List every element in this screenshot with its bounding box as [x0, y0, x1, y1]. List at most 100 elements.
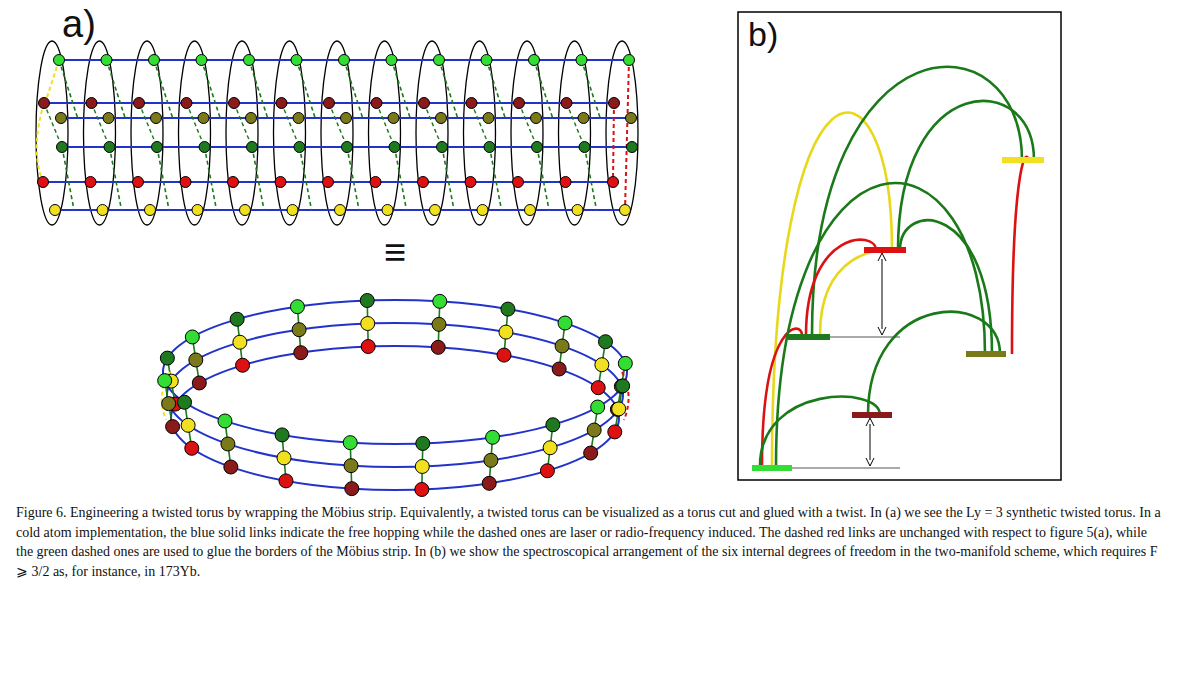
- energy-level: [1002, 157, 1044, 163]
- equivalence-sign: ≡: [384, 232, 406, 274]
- panel-label: b): [748, 16, 778, 53]
- lattice-site: [546, 418, 560, 432]
- lattice-site: [477, 205, 488, 216]
- lattice-site: [335, 205, 346, 216]
- lattice-site: [389, 142, 400, 153]
- lattice-site: [532, 142, 543, 153]
- lattice-site: [529, 55, 540, 66]
- lattice-site: [584, 446, 598, 460]
- lattice-site: [343, 436, 357, 450]
- lattice-site: [481, 55, 492, 66]
- lattice-site: [595, 358, 609, 372]
- hopping-links: [37, 60, 632, 210]
- coupling-arc: [868, 312, 1000, 415]
- lattice-site: [483, 113, 494, 124]
- laser-link-dashed: [62, 147, 74, 210]
- lattice-site: [134, 98, 145, 109]
- energy-level: [966, 351, 1006, 357]
- lattice-site: [591, 400, 605, 414]
- ring-strand: [163, 300, 627, 444]
- lattice-site: [181, 418, 195, 432]
- lattice-site: [525, 205, 536, 216]
- lattice-site: [218, 414, 232, 428]
- panel-frame: [738, 12, 1061, 480]
- lattice-site: [432, 317, 446, 331]
- laser-link-dashed: [585, 147, 597, 210]
- coupling-arc: [762, 329, 802, 466]
- lattice-site: [185, 441, 199, 455]
- lattice-site: [199, 142, 210, 153]
- coupling-arc: [900, 220, 992, 354]
- laser-link-dashed: [519, 103, 537, 147]
- lattice-site: [39, 98, 50, 109]
- lattice-site: [482, 476, 496, 490]
- lattice-site: [178, 395, 192, 409]
- lattice-site: [419, 98, 430, 109]
- lattice-site: [497, 348, 511, 362]
- lattice-site: [236, 358, 250, 372]
- ring-ellipse: [511, 41, 543, 225]
- lattice-site: [342, 142, 353, 153]
- arrow-head: [866, 458, 874, 466]
- lattice-site: [181, 98, 192, 109]
- lattice-site: [192, 205, 203, 216]
- ring-ellipse: [321, 41, 353, 225]
- laser-link-dashed: [92, 103, 110, 147]
- laser-link-dashed: [154, 60, 173, 118]
- lattice-site: [616, 379, 630, 393]
- lattice-site: [224, 460, 238, 474]
- lattice-site: [339, 55, 350, 66]
- laser-link-dashed: [187, 103, 205, 147]
- lattice-site: [85, 177, 96, 188]
- lattice-site: [198, 113, 209, 124]
- laser-link-dashed: [424, 103, 442, 147]
- lattice-site: [275, 428, 289, 442]
- coupling-arc: [772, 112, 892, 466]
- lattice-site: [437, 142, 448, 153]
- lattice-site: [484, 142, 495, 153]
- lattice-site: [608, 425, 622, 439]
- energy-arrow: [882, 259, 883, 329]
- lattice-site: [576, 55, 587, 66]
- laser-link-dashed: [439, 60, 458, 118]
- ring-ellipse: [274, 41, 306, 225]
- laser-link-dashed: [234, 103, 252, 147]
- lattice-site: [499, 325, 513, 339]
- ring-ellipse: [131, 41, 163, 225]
- lattice-site: [196, 55, 207, 66]
- lattice-site: [543, 441, 557, 455]
- lattice-site: [240, 205, 251, 216]
- lattice-site: [324, 98, 335, 109]
- lattice-site: [415, 459, 429, 473]
- lattice-site: [371, 98, 382, 109]
- ring-ellipse: [36, 41, 68, 225]
- laser-link-dashed: [59, 60, 78, 118]
- laser-link-dashed: [537, 147, 549, 210]
- lattice-site: [166, 420, 180, 434]
- lattice-site: [416, 436, 430, 450]
- coupling-arc: [898, 101, 1034, 250]
- lattice-site: [624, 55, 635, 66]
- arrow-head: [866, 418, 874, 426]
- lattice-site: [104, 142, 115, 153]
- lattice-site: [101, 55, 112, 66]
- lattice-site: [608, 177, 619, 188]
- lattice-site: [160, 351, 174, 365]
- ring-ellipse: [179, 41, 211, 225]
- laser-link-dashed: [139, 103, 157, 147]
- lattice-site: [246, 113, 257, 124]
- lattice-site: [294, 142, 305, 153]
- lattice-site: [587, 423, 601, 437]
- lattice-site: [152, 142, 163, 153]
- figure-caption: Figure 6. Engineering a twisted torus by…: [16, 503, 1164, 581]
- lattice-site: [618, 356, 632, 370]
- laser-link-dashed: [282, 103, 300, 147]
- ring-ellipse: [226, 41, 258, 225]
- laser-link-dashed: [377, 103, 395, 147]
- ring-strand: [167, 323, 623, 467]
- lattice-site: [56, 113, 67, 124]
- lattice-site: [341, 113, 352, 124]
- red-dashed-link: [613, 103, 614, 182]
- energy-level: [852, 412, 892, 418]
- laser-link-dashed: [110, 147, 122, 210]
